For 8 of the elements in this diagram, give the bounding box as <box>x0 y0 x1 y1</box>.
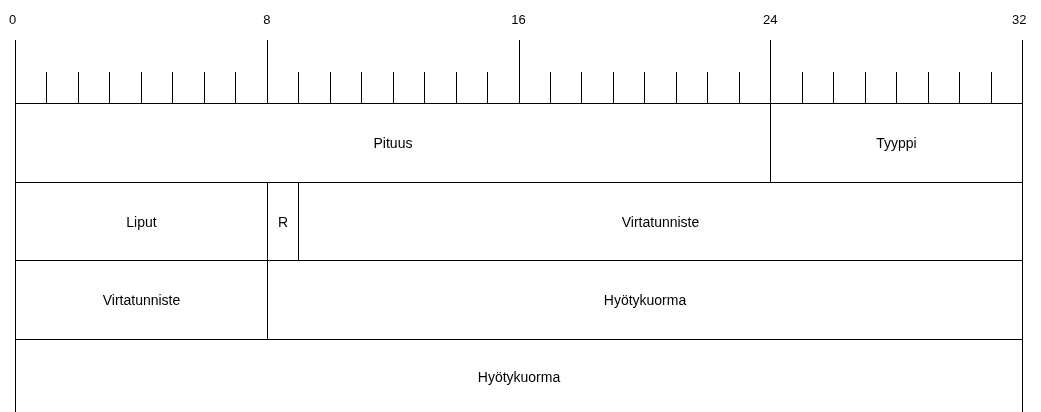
bit-number: 16 <box>511 12 526 27</box>
bit-number: 32 <box>1012 12 1027 27</box>
bit-field: Hyötykuorma <box>15 339 1023 412</box>
bit-field: Tyyppi <box>770 103 1023 183</box>
bit-number: 8 <box>263 12 271 27</box>
bit-number: 0 <box>9 12 17 27</box>
bit-number: 24 <box>763 12 778 27</box>
bit-field: Pituus <box>15 103 771 183</box>
